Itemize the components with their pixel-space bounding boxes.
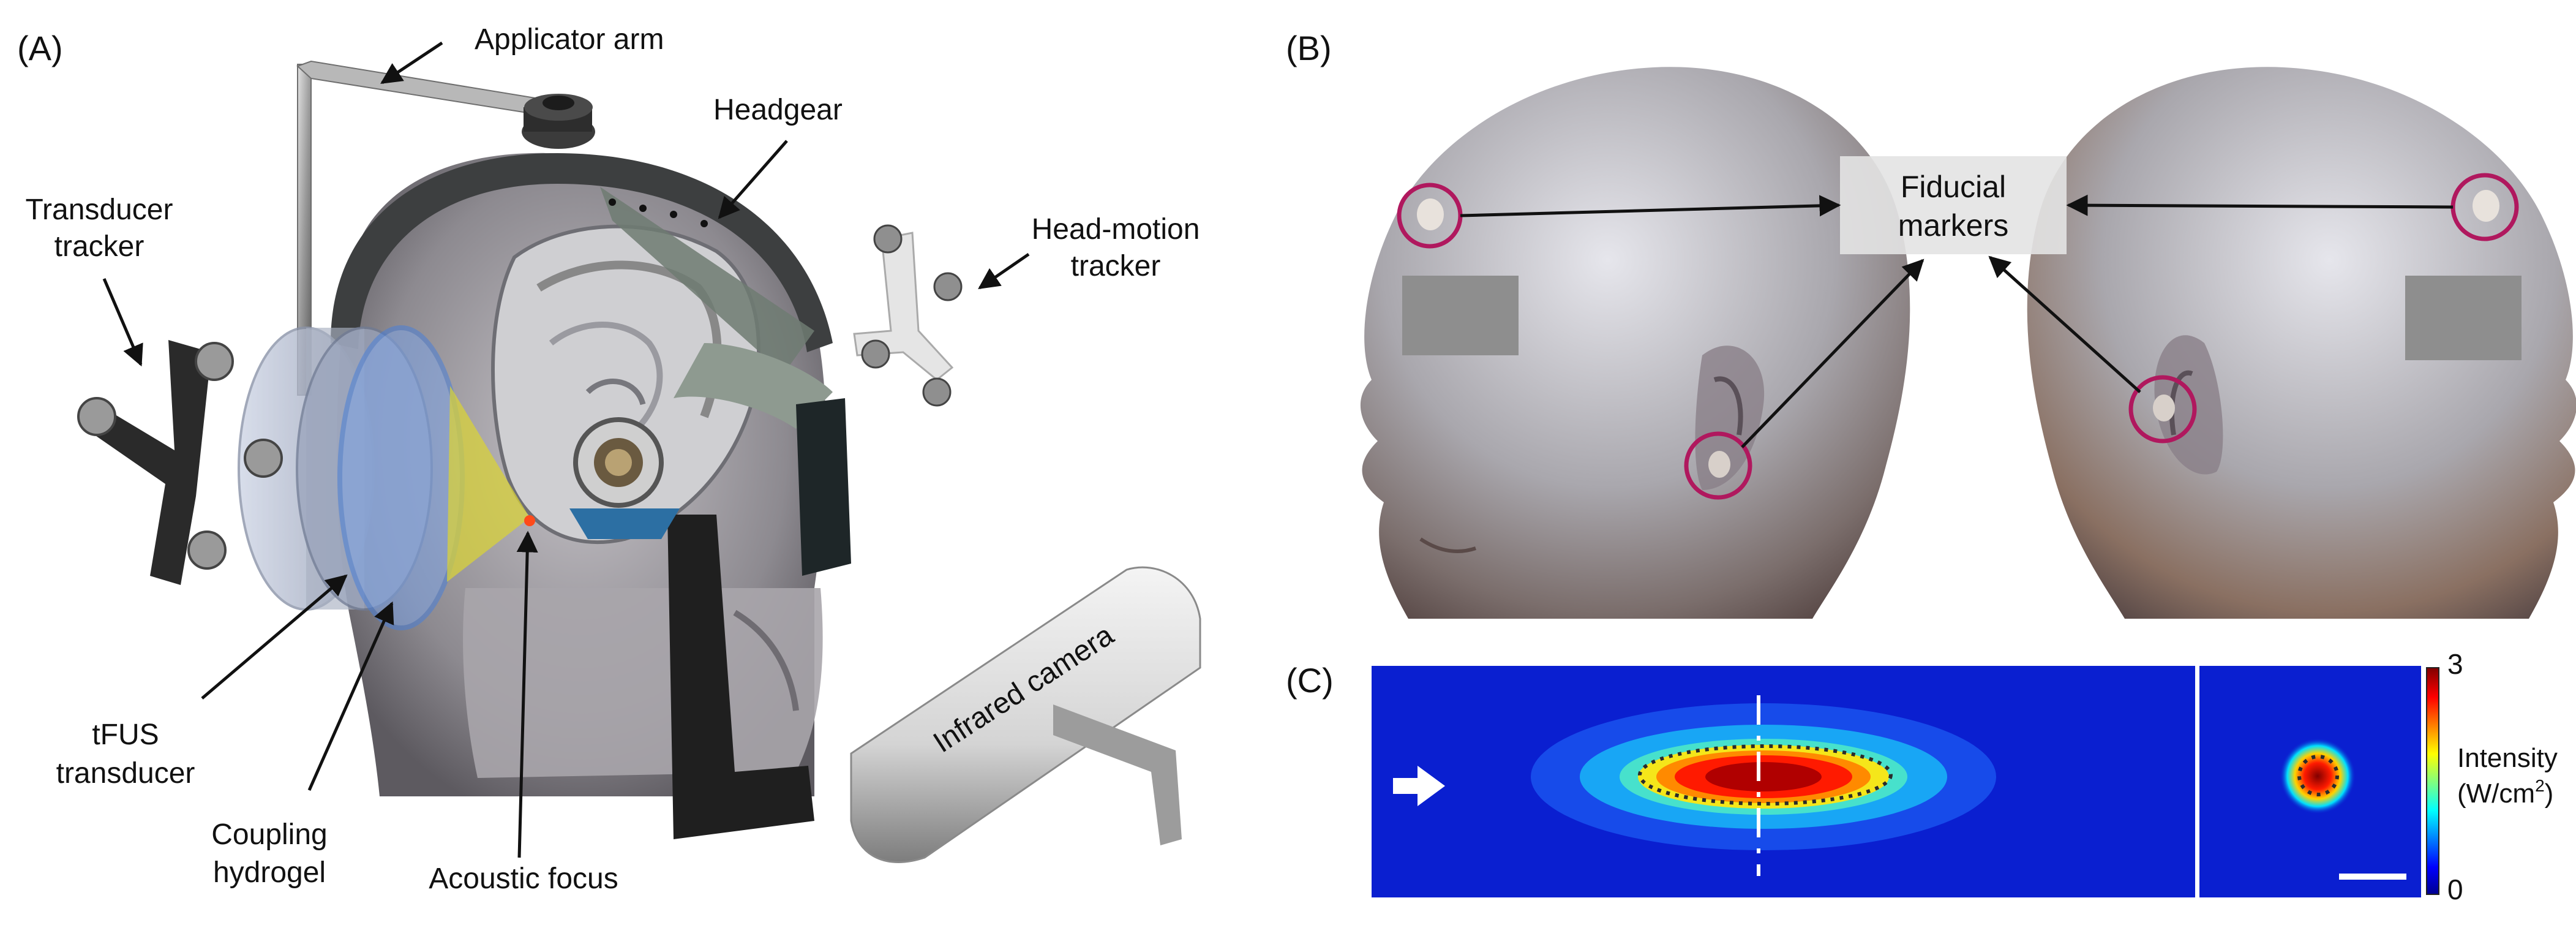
colorbar: 3 0 Intensity (W/cm2) xyxy=(2426,648,2558,905)
callout-arrows-b xyxy=(1460,194,2454,448)
face-redaction-left xyxy=(1402,276,1519,355)
fiducial-label-2: markers xyxy=(1898,208,2009,243)
colorbar-unit-superscript: 2 xyxy=(2535,776,2545,795)
heatmap-axial xyxy=(1372,666,2195,897)
face-redaction-right xyxy=(2405,276,2522,360)
head-render-right xyxy=(2027,67,2576,619)
tfus-transducer-label-1: tFUS xyxy=(92,719,159,751)
infrared-camera: Infrared camera xyxy=(850,566,1201,863)
acoustic-focus-label: Acoustic focus xyxy=(429,863,618,895)
colorbar-title: Intensity xyxy=(2457,743,2558,773)
head-motion-tracker-label-1: Head-motion xyxy=(1032,213,1200,246)
panel-c-label: (C) xyxy=(1286,661,1334,700)
transducer-tracker-label-1: Transducer xyxy=(26,194,173,226)
acoustic-focus-dot xyxy=(524,515,535,526)
fiducial-label-box xyxy=(1840,156,2067,254)
applicator-arm-label: Applicator arm xyxy=(475,23,664,56)
headgear-knob xyxy=(522,94,595,149)
ultrasound-beam-cone xyxy=(447,386,530,582)
head-render-left xyxy=(1360,67,1910,619)
chin-strap xyxy=(569,398,851,839)
panel-c: (C) 3 0 Intensity xyxy=(1286,648,2558,905)
colorbar-unit-prefix: (W/cm xyxy=(2457,779,2535,809)
colorbar-max-label: 3 xyxy=(2447,648,2463,680)
heatmap-lateral xyxy=(2199,666,2421,897)
focal-contour-lateral xyxy=(2297,755,2339,796)
colorbar-unit: (W/cm2) xyxy=(2457,776,2553,809)
transducer-tracker-label-2: tracker xyxy=(54,230,145,263)
focal-contour-axial xyxy=(1638,744,1893,806)
headgear-label: Headgear xyxy=(713,94,843,126)
panel-b: (B) Fiducial markers xyxy=(1286,29,2576,619)
tfus-transducer-label-2: transducer xyxy=(56,757,195,790)
head-motion-tracker-label-2: tracker xyxy=(1071,250,1161,282)
panel-a: (A) xyxy=(17,23,1201,895)
colorbar-min-label: 0 xyxy=(2447,874,2463,905)
coupling-hydrogel xyxy=(337,325,465,630)
fiducial-circle-right-ear xyxy=(2128,375,2197,444)
callout-arrows-a xyxy=(102,41,1030,858)
coupling-hydrogel-label-2: hydrogel xyxy=(213,856,326,889)
coupling-hydrogel-label-1: Coupling xyxy=(211,818,327,851)
headgear-band xyxy=(331,153,833,429)
propagation-direction-arrow xyxy=(1393,766,1445,806)
transducer-tracker xyxy=(77,340,283,585)
fiducial-label-1: Fiducial xyxy=(1901,170,2006,204)
panel-b-label: (B) xyxy=(1286,29,1332,67)
panel-a-label: (A) xyxy=(17,29,63,67)
colorbar-unit-suffix: ) xyxy=(2545,779,2554,809)
head-motion-tracker xyxy=(853,224,963,407)
fiducial-circle-left-ear xyxy=(1684,431,1752,500)
